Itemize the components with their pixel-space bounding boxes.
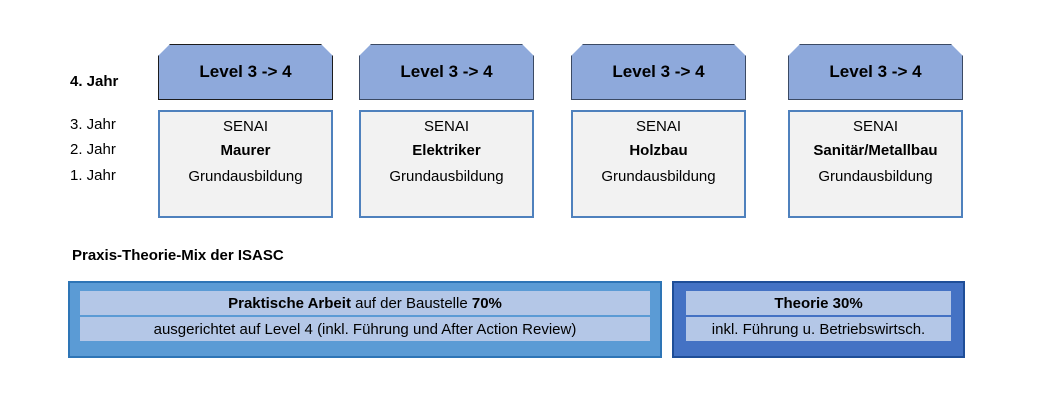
level-label: Level 3 -> 4 <box>199 62 292 81</box>
senai-label: SENAI <box>635 118 681 135</box>
level-badge: Level 3 -> 4 <box>788 44 963 100</box>
level-badge: Level 3 -> 4 <box>571 44 746 100</box>
trade-label: Elektriker <box>412 142 481 159</box>
column-sanitaer-metallbau: Level 3 -> 4 SENAI Sanitär/Metallbau Gru… <box>788 0 963 230</box>
mix-title: Praxis-Theorie-Mix der ISASC <box>72 247 284 264</box>
level-badge: Level 3 -> 4 <box>158 44 333 100</box>
theory-label: Theorie 30% <box>774 294 863 312</box>
level-label: Level 3 -> 4 <box>400 62 493 81</box>
year-label-4: 4. Jahr <box>70 73 119 90</box>
practice-line-1: Praktische Arbeit auf der Baustelle 70% <box>80 291 650 315</box>
column-holzbau: Level 3 -> 4 SENAI Holzbau Grundausbildu… <box>571 0 746 230</box>
training-box: SENAI Sanitär/Metallbau Grundausbildung <box>788 110 963 218</box>
level-label: Level 3 -> 4 <box>829 62 922 81</box>
senai-label: SENAI <box>423 118 469 135</box>
level-label: Level 3 -> 4 <box>612 62 705 81</box>
training-box: SENAI Holzbau Grundausbildung <box>571 110 746 218</box>
senai-label: SENAI <box>852 118 898 135</box>
year-label-3: 3. Jahr <box>70 116 116 133</box>
theory-line-2: inkl. Führung u. Betriebswirtsch. <box>686 317 951 341</box>
trade-label: Holzbau <box>629 142 688 159</box>
year-label-2: 2. Jahr <box>70 141 116 158</box>
level-badge: Level 3 -> 4 <box>359 44 534 100</box>
grundausbildung-label: Grundausbildung <box>389 168 504 185</box>
grundausbildung-label: Grundausbildung <box>601 168 716 185</box>
trade-label: Sanitär/Metallbau <box>813 142 938 159</box>
column-elektriker: Level 3 -> 4 SENAI Elektriker Grundausbi… <box>359 0 534 230</box>
practice-bold-label: Praktische Arbeit <box>228 294 351 312</box>
practice-box: Praktische Arbeit auf der Baustelle 70% … <box>68 281 662 358</box>
practice-percent: 70% <box>471 294 502 312</box>
training-box: SENAI Maurer Grundausbildung <box>158 110 333 218</box>
practice-mid-text: auf der Baustelle <box>350 294 472 312</box>
training-box: SENAI Elektriker Grundausbildung <box>359 110 534 218</box>
practice-line-2: ausgerichtet auf Level 4 (inkl. Führung … <box>80 317 650 341</box>
grundausbildung-label: Grundausbildung <box>188 168 303 185</box>
grundausbildung-label: Grundausbildung <box>818 168 933 185</box>
trade-label: Maurer <box>220 142 271 159</box>
theory-line-1: Theorie 30% <box>686 291 951 315</box>
column-maurer: Level 3 -> 4 SENAI Maurer Grundausbildun… <box>158 0 333 230</box>
senai-label: SENAI <box>222 118 268 135</box>
year-label-1: 1. Jahr <box>70 167 116 184</box>
theory-box: Theorie 30% inkl. Führung u. Betriebswir… <box>672 281 965 358</box>
